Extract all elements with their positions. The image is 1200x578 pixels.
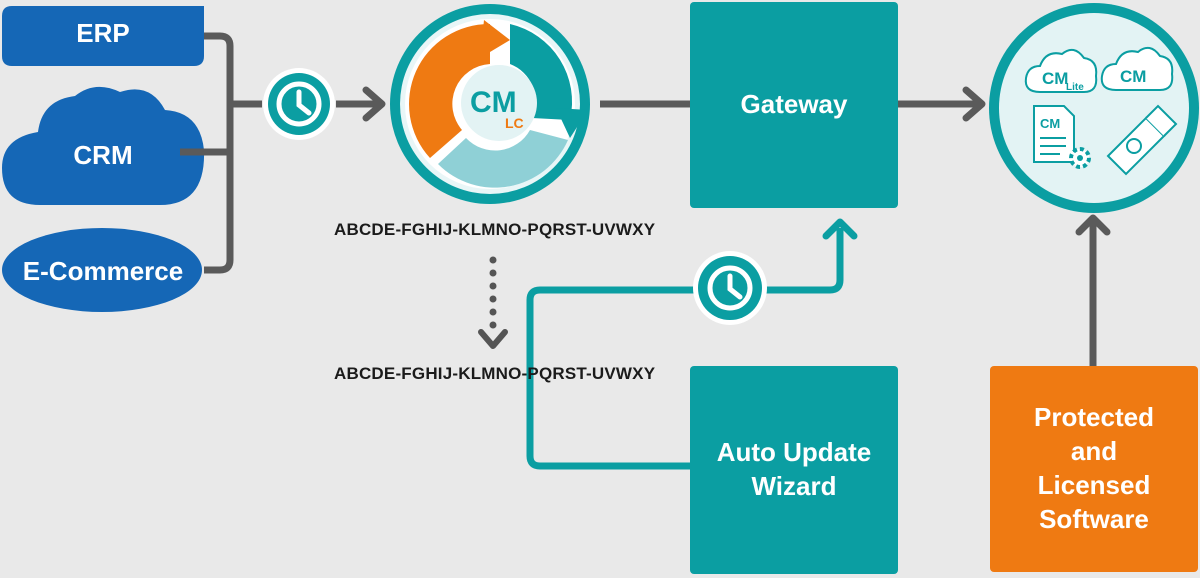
cm-lite-logo: CM (1042, 69, 1068, 88)
software-to-products-connector (1075, 214, 1111, 366)
ecommerce-cylinder (2, 228, 202, 312)
software-label-line1: Protected (1034, 402, 1154, 433)
gateway-to-products-connector (898, 86, 986, 122)
software-label-line4: Software (1039, 503, 1149, 534)
cm-cloud-logo: CM (1120, 67, 1146, 86)
software-label-line3: Licensed (1037, 470, 1151, 500)
cm-lite-sub: Lite (1066, 82, 1084, 93)
wizard-label-line2: Wizard (751, 471, 837, 501)
gateway-box: Gateway (690, 2, 898, 208)
cloud-icon: CM Lite (1024, 48, 1098, 93)
gateway-label: Gateway (740, 89, 848, 120)
cloud-icon: CM (1100, 46, 1174, 91)
auto-update-wizard-box: Auto Update Wizard (690, 366, 898, 574)
lc-logo-sub: LC (505, 115, 524, 131)
arrow-to-license-center (362, 86, 386, 122)
dotted-arrow (478, 256, 508, 349)
clock-icon (693, 251, 767, 325)
update-path (526, 218, 858, 470)
wizard-label-line1: Auto Update (716, 437, 872, 468)
document-gear-icon: CM (1033, 105, 1091, 169)
erp-label: ERP (76, 18, 130, 48)
crm-label: CRM (73, 140, 133, 170)
erp-source (2, 6, 204, 66)
source-connectors (180, 32, 378, 274)
license-key-bottom: ABCDE-FGHIJ-KLMNO-PQRST-UVWXY (334, 364, 656, 383)
license-central-circle: CM LC (390, 4, 590, 204)
clock-icon (263, 68, 335, 140)
ecommerce-label: E-Commerce (22, 256, 184, 286)
crm-cloud (2, 86, 205, 205)
usb-dongle-icon (1106, 104, 1178, 176)
protected-software-box: Protected and Licensed Software (990, 366, 1198, 572)
lc-logo-main: CM (470, 86, 517, 119)
cm-act-logo: CM (1040, 116, 1060, 131)
products-circle: CM Lite CM CM (989, 3, 1199, 213)
license-key-top: ABCDE-FGHIJ-KLMNO-PQRST-UVWXY (334, 220, 656, 239)
software-label-line2: and (1070, 436, 1118, 467)
